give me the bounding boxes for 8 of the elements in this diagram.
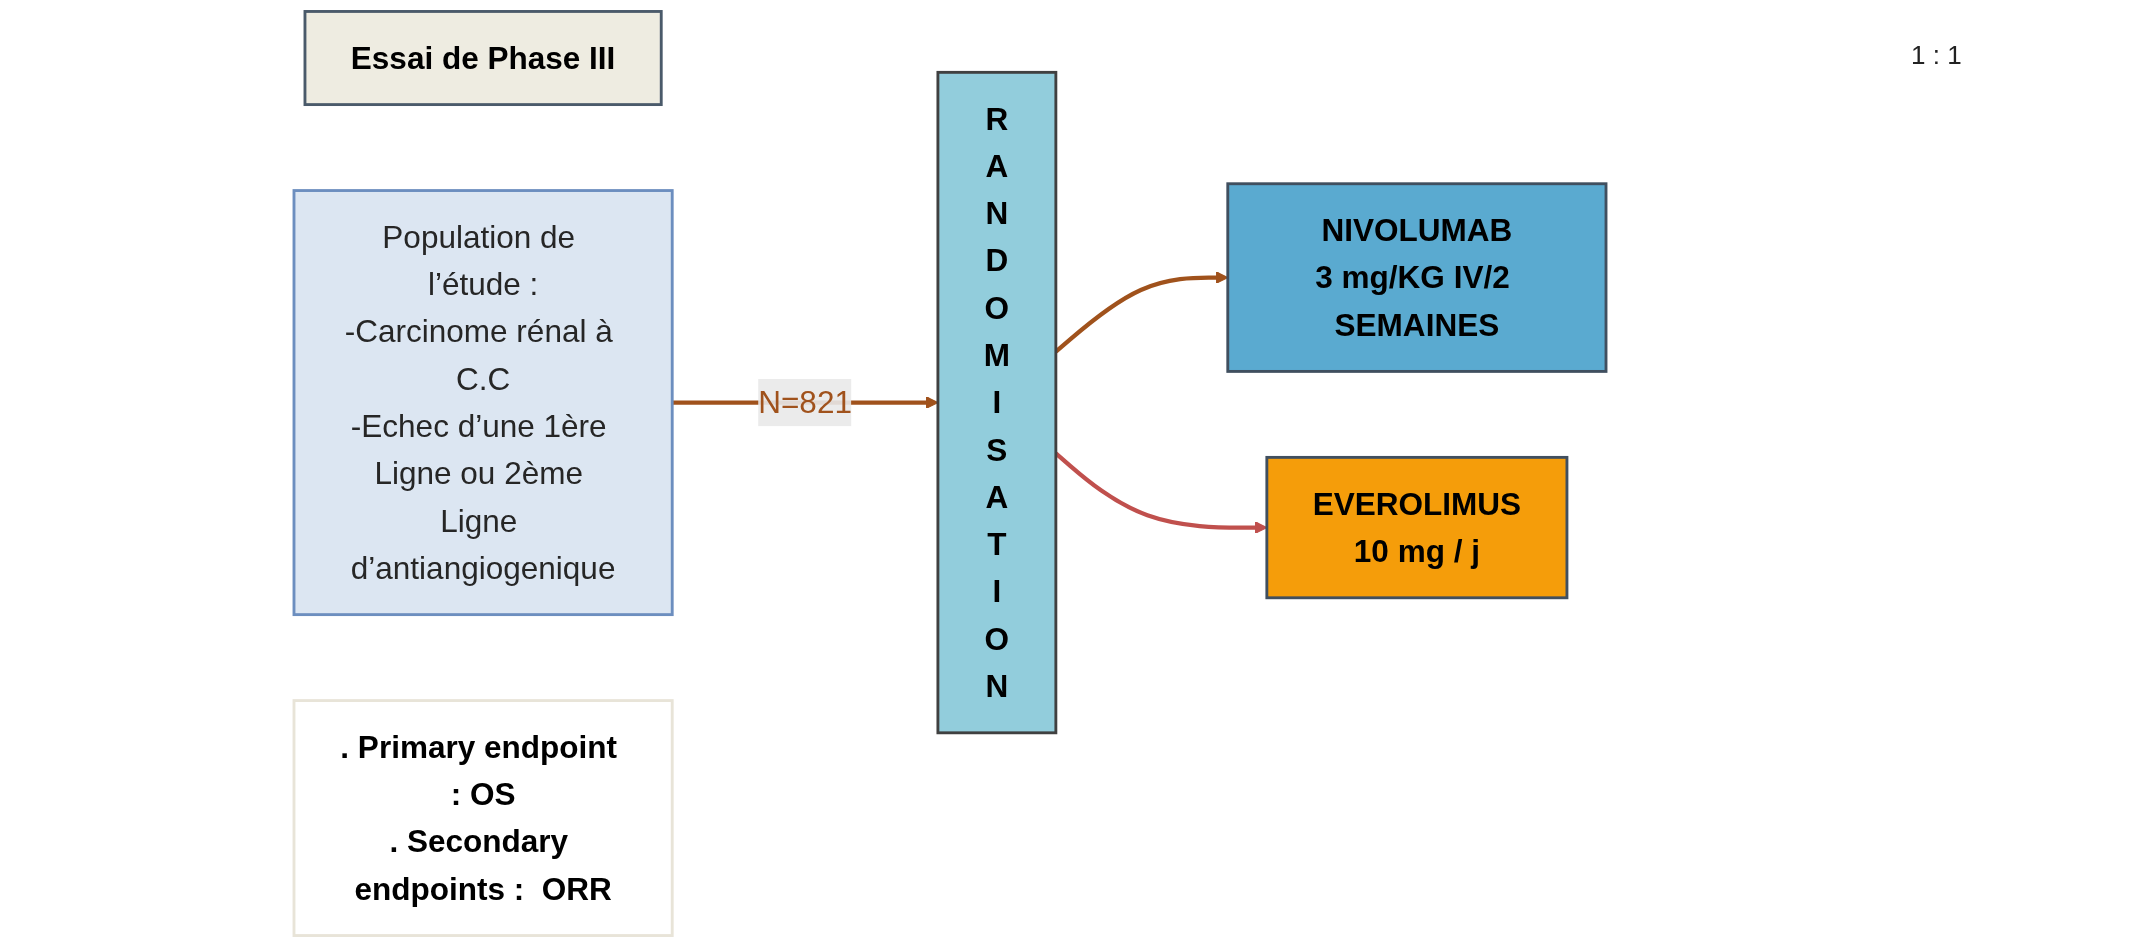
node-box: Population de l’étude : -Carcinome rénal à C.C -Echec d’une 1ère Ligne ou 2ème Ligne d’antiangiogenique [292,189,674,617]
ratio-label: 1 : 1 [1911,40,1962,71]
node-box: EVEROLIMUS 10 mg / j [1265,455,1569,600]
node-box: NIVOLUMAB 3 mg/KG IV/2 SEMAINES [1226,182,1608,373]
node-box: RANDOMISATION [936,70,1058,735]
node-box: . Primary endpoint : OS . Secondary endpoints : ORR [292,699,674,937]
node-box: Essai de Phase III [303,10,663,107]
edge-label: N=821 [758,384,852,421]
